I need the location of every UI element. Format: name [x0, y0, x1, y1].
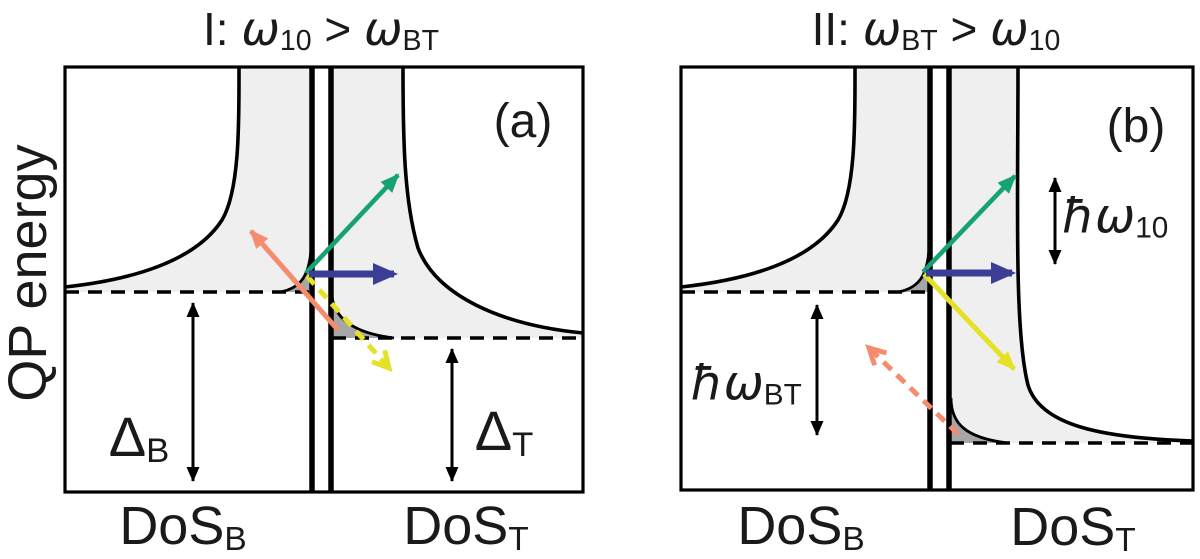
tunneling-arrow-orange-forbidden: [869, 348, 960, 436]
panel-b-x-axis-label-dos-t: DoST: [1010, 497, 1136, 559]
tunneling-arrow-green-photon: [921, 174, 1017, 274]
panel-b-plot: [679, 65, 1195, 492]
bcs-dos-curve-t: [1015, 66, 1194, 443]
tunneling-arrow-yellow-forbidden: [305, 274, 389, 368]
tunneling-arrow-green-photon: [304, 173, 400, 275]
hbar-omega-symbol: ħω: [690, 355, 764, 412]
omega-symbol: ω: [364, 2, 403, 56]
omega-symbol: ω: [990, 2, 1029, 56]
qp-population-t-wedge: [951, 398, 1008, 443]
bcs-dos-curve-b: [64, 66, 241, 289]
qp-population-t-wedge: [332, 296, 394, 338]
dos-t-shaded-region: [949, 67, 1193, 443]
panel-b-x-axis-label-dos-b: DoSB: [737, 496, 865, 558]
bcs-dos-curve-b: [680, 66, 857, 289]
qp-population-b-wedge: [898, 250, 929, 292]
panel-b-marker: (b): [1106, 100, 1166, 153]
panel-a-frame: [63, 65, 585, 494]
omega-symbol: ω: [862, 2, 902, 56]
tunneling-arrow-orange-allowed: [249, 229, 340, 332]
hbar-omega-symbol: ħω: [1061, 188, 1136, 245]
delta-t-label: ΔT: [474, 399, 534, 464]
panel-a-marker: (a): [493, 95, 553, 148]
dos-b-shaded-region: [681, 67, 930, 292]
panel-b-title: II: ωBT > ω10: [811, 2, 1061, 57]
delta-b-label: ΔB: [108, 405, 170, 470]
panel-b-frame: [679, 65, 1195, 492]
panel-a-plot: [63, 65, 585, 494]
bcs-dos-curve-t: [401, 66, 584, 335]
qubit-energy-label: ħω10: [1061, 188, 1169, 245]
qp-population-b-wedge: [280, 250, 311, 292]
omega-symbol: ω: [241, 2, 280, 56]
panel-a-title: I: ω10 > ωBT: [202, 2, 440, 57]
panel-a-x-axis-label-dos-b: DoSB: [119, 496, 247, 558]
y-axis-label-text: QP energy: [0, 144, 58, 402]
y-axis-label: QP energy: [0, 144, 58, 402]
tunneling-arrow-yellow-allowed: [922, 272, 1016, 371]
photon-energy-label: ħωBT: [690, 355, 802, 412]
panel-a-x-axis-label-dos-t: DoST: [403, 496, 529, 558]
